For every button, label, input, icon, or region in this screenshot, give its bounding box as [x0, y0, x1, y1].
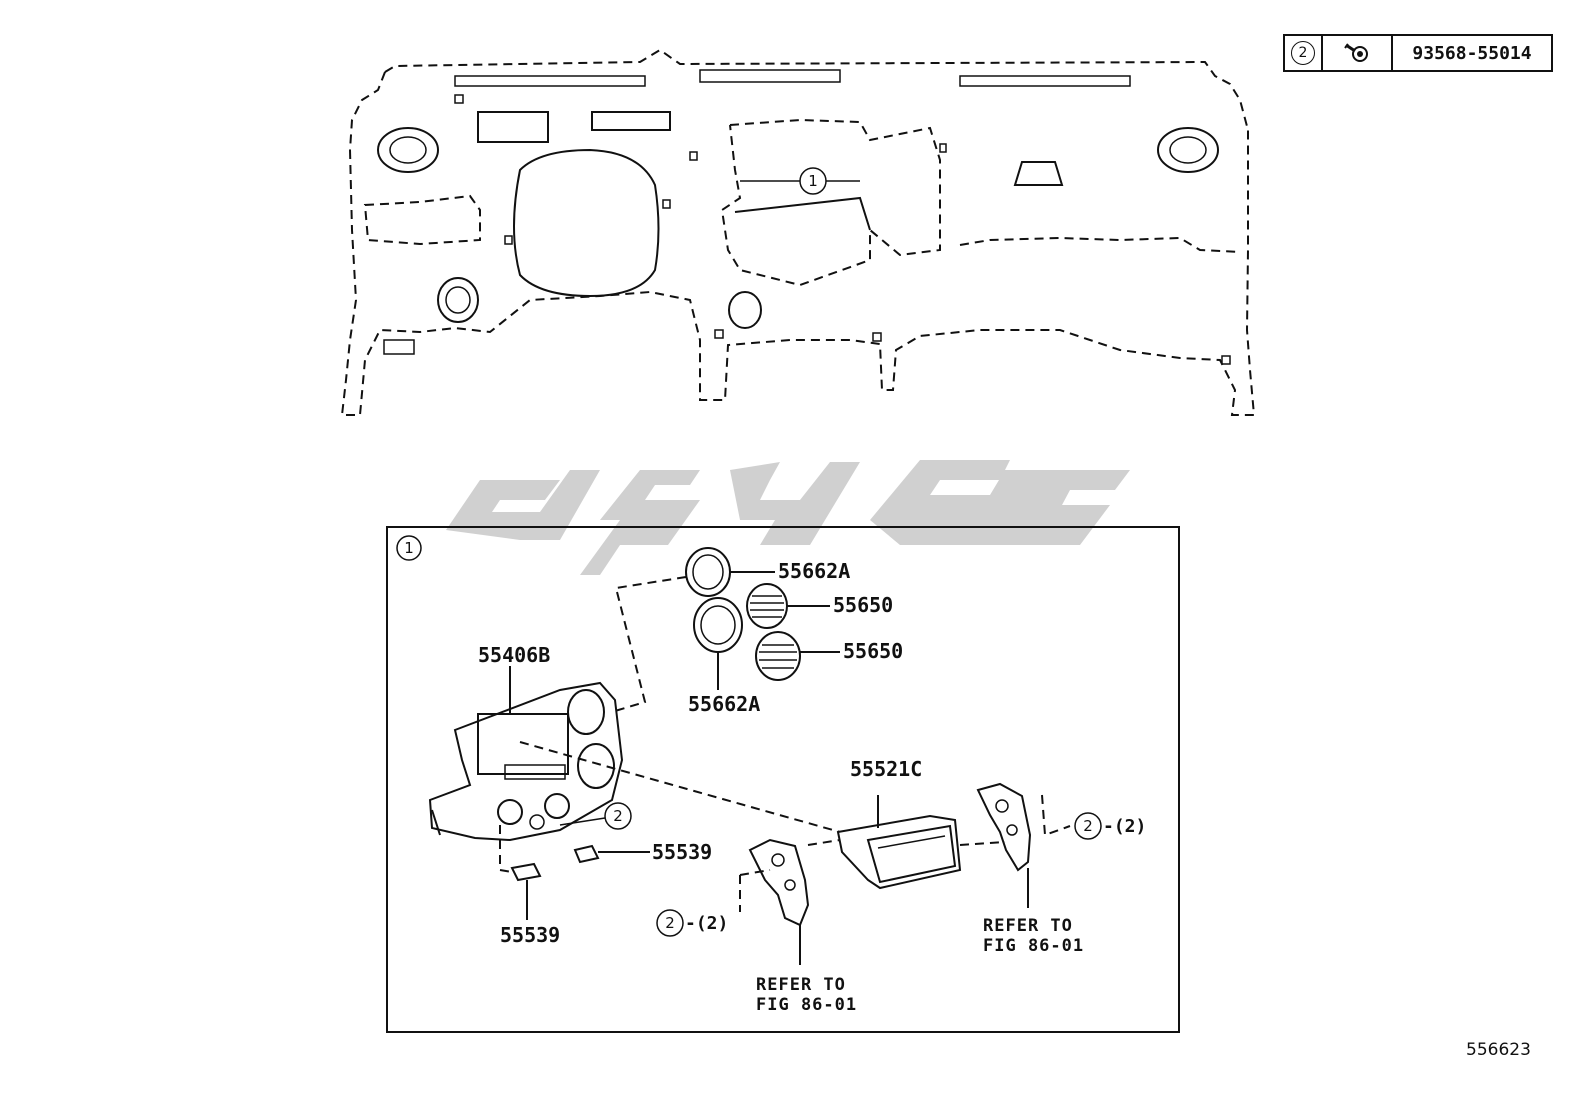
- knob-right-55539: [573, 844, 650, 864]
- label-55662A-lower: 55662A: [688, 692, 760, 716]
- ref-left-line2: FIG 86-01: [756, 995, 857, 1015]
- pocket-55521C: [836, 795, 962, 890]
- svg-text:1: 1: [404, 539, 414, 557]
- detail-box: [386, 526, 1180, 1033]
- bolt-icon: [1344, 43, 1368, 62]
- svg-text:2: 2: [1083, 817, 1093, 835]
- label-55662A-upper: 55662A: [778, 559, 850, 583]
- diagram-id: 556623: [1466, 1040, 1531, 1060]
- legend-part-number: 93568-55014: [1412, 42, 1532, 64]
- ring-upper-55662A: [685, 547, 731, 597]
- svg-text:2: 2: [613, 807, 623, 825]
- legend-callout: 2: [1291, 41, 1315, 65]
- svg-text:2: 2: [665, 914, 675, 932]
- ref-right-line2: FIG 86-01: [983, 936, 1084, 956]
- right-bracket: [976, 782, 1032, 908]
- knob-left-55539: [510, 862, 542, 920]
- legend-icon-cell: [1323, 36, 1393, 70]
- legend-table: 2 93568-55014: [1283, 34, 1553, 72]
- ref-right-line1: REFER TO: [983, 916, 1073, 936]
- svg-text:-(2): -(2): [685, 913, 728, 934]
- box-callout-1: 1: [396, 535, 422, 561]
- callout-1-number: 1: [808, 172, 818, 190]
- callout-1-top: 1: [740, 167, 860, 195]
- ring-lower-55662A: [693, 597, 743, 653]
- svg-text:-(2): -(2): [1103, 816, 1146, 837]
- left-bracket: [748, 838, 810, 965]
- ref-left-line1: REFER TO: [756, 975, 846, 995]
- watermark-logo: [446, 460, 1130, 575]
- right-bracket-screw-callout: 2 -(2): [1074, 812, 1146, 840]
- legend-callout-cell: 2: [1285, 36, 1323, 70]
- left-bracket-screw-callout: 2 -(2): [656, 909, 728, 937]
- label-55650-upper: 55650: [833, 593, 893, 617]
- label-55650-lower: 55650: [843, 639, 903, 663]
- panel-screw-callout: 2: [559, 802, 632, 830]
- vent-upper-55650: [746, 583, 788, 629]
- label-55539-left: 55539: [500, 923, 560, 947]
- label-55521C: 55521C: [850, 757, 922, 781]
- vent-lower-55650: [755, 631, 801, 681]
- center-panel-55406B: [428, 681, 624, 842]
- label-55406B: 55406B: [478, 643, 550, 667]
- instrument-panel-outline: [340, 48, 1256, 416]
- label-55539-right: 55539: [652, 840, 712, 864]
